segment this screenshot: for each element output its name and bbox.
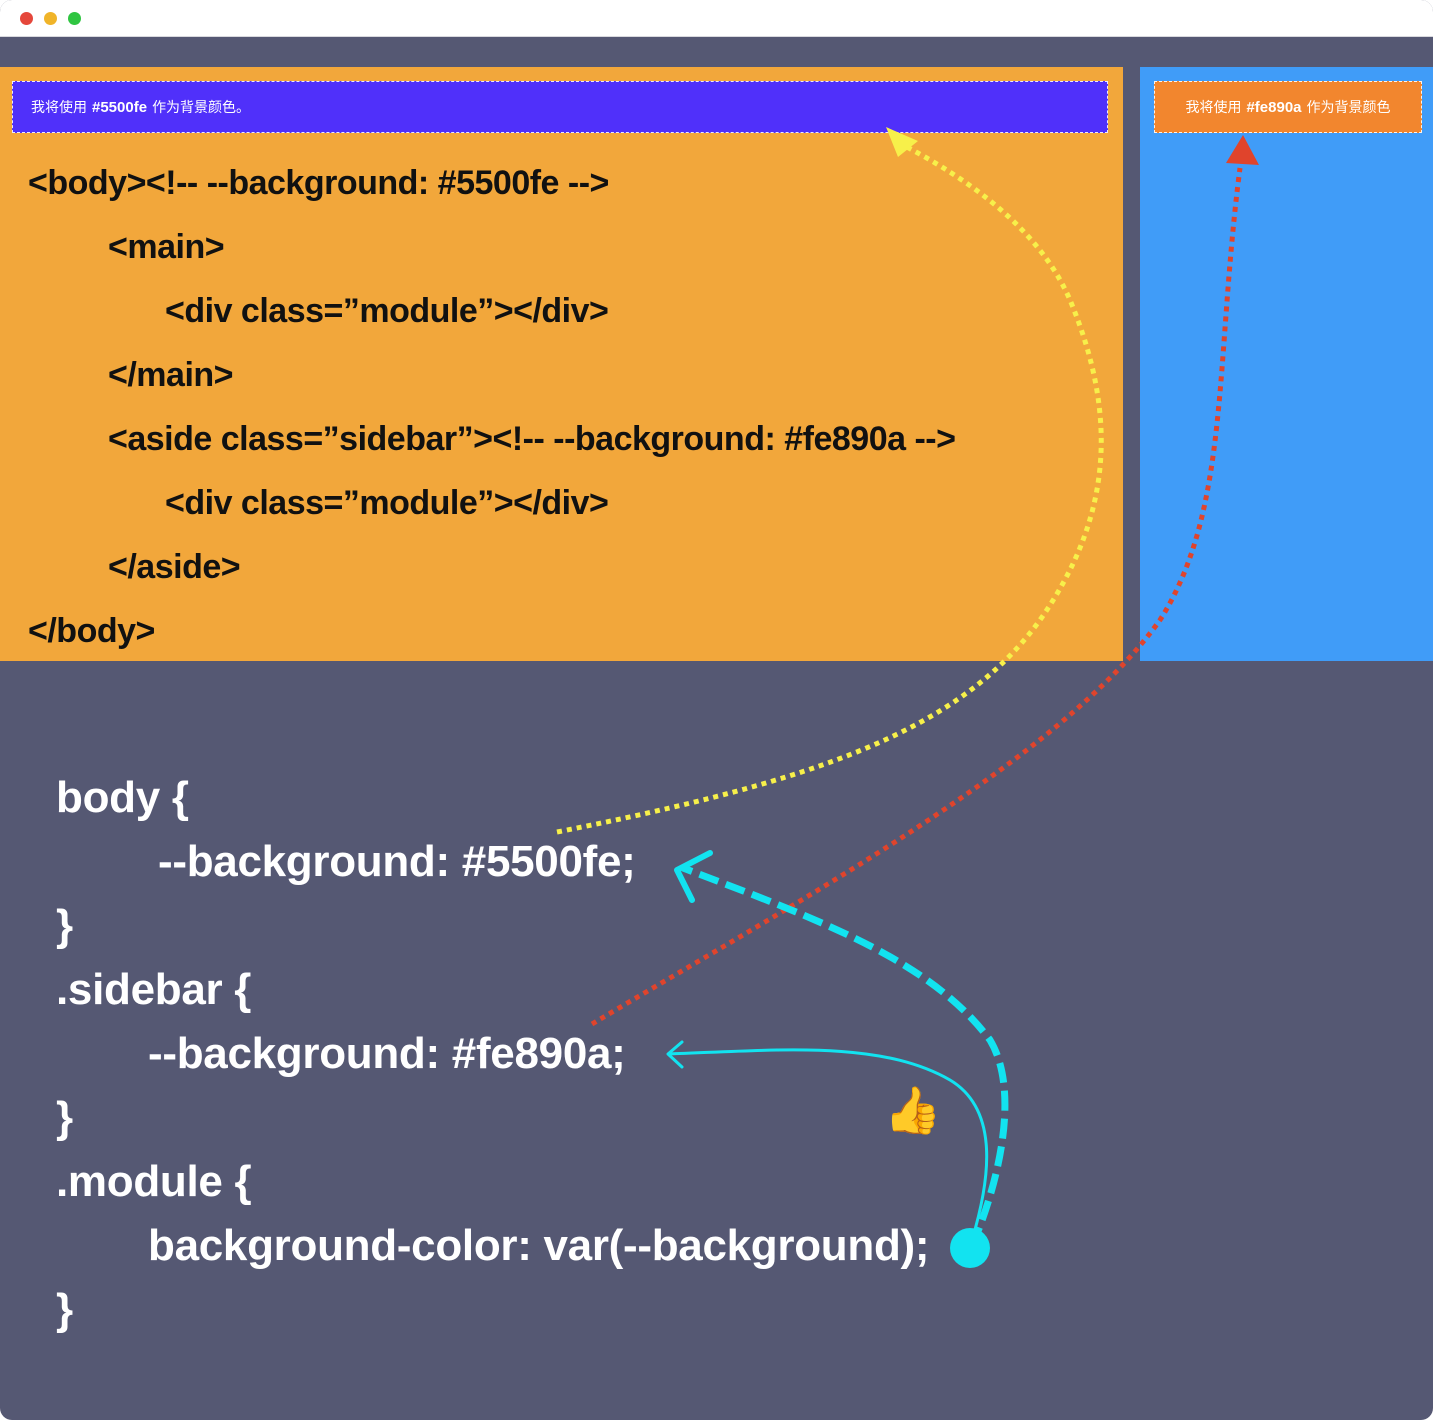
css-code-line: } <box>56 1285 73 1334</box>
css-code-line: background-color: var(--background); <box>148 1221 930 1270</box>
html-code-line: <aside class=”sidebar”><!-- --background… <box>108 420 956 458</box>
sidebar-module-color: #fe890a <box>1246 98 1302 116</box>
html-code-line: <body><!-- --background: #5500fe --> <box>28 164 609 202</box>
sidebar-area <box>1140 67 1433 661</box>
main-module-box: 我将使用 #5500fe 作为背景颜色。 <box>12 81 1108 133</box>
window-titlebar <box>0 0 1433 37</box>
html-code-line: </main> <box>108 356 234 394</box>
main-module-suffix: 作为背景颜色。 <box>152 100 251 116</box>
css-code-line: --background: #fe890a; <box>148 1029 626 1078</box>
maximize-window-button[interactable] <box>68 12 81 25</box>
html-code-line: <div class=”module”></div> <box>165 292 609 330</box>
cyan-thin-arrow-head <box>666 1040 684 1069</box>
cyan-thin-arrow-line <box>667 1048 989 1241</box>
sidebar-module-box: 我将使用 #fe890a 作为背景颜色 <box>1154 81 1422 133</box>
html-code-line: <main> <box>108 228 225 266</box>
cyan-dashed-arrow-line <box>681 864 1009 1248</box>
html-code-line: </aside> <box>108 548 241 586</box>
sidebar-module-prefix: 我将使用 <box>1185 100 1242 116</box>
main-module-prefix: 我将使用 <box>31 100 87 116</box>
main-module-color: #5500fe <box>92 98 148 116</box>
cyan-origin-dot <box>950 1228 990 1268</box>
css-code-line: } <box>56 901 73 950</box>
thumbs-up-icon: 👍 <box>884 1083 941 1137</box>
minimize-window-button[interactable] <box>44 12 57 25</box>
css-code-line: } <box>56 1093 73 1142</box>
html-code-line: <div class=”module”></div> <box>165 484 609 522</box>
css-code-line: .module { <box>56 1157 252 1206</box>
close-window-button[interactable] <box>20 12 33 25</box>
css-code-line: body { <box>56 773 189 822</box>
css-code-line: .sidebar { <box>56 965 252 1014</box>
sidebar-module-suffix: 作为背景颜色 <box>1306 100 1391 116</box>
html-code-line: </body> <box>28 612 155 650</box>
cyan-dashed-arrow-head <box>674 850 713 903</box>
css-code-line: --background: #5500fe; <box>158 837 636 886</box>
